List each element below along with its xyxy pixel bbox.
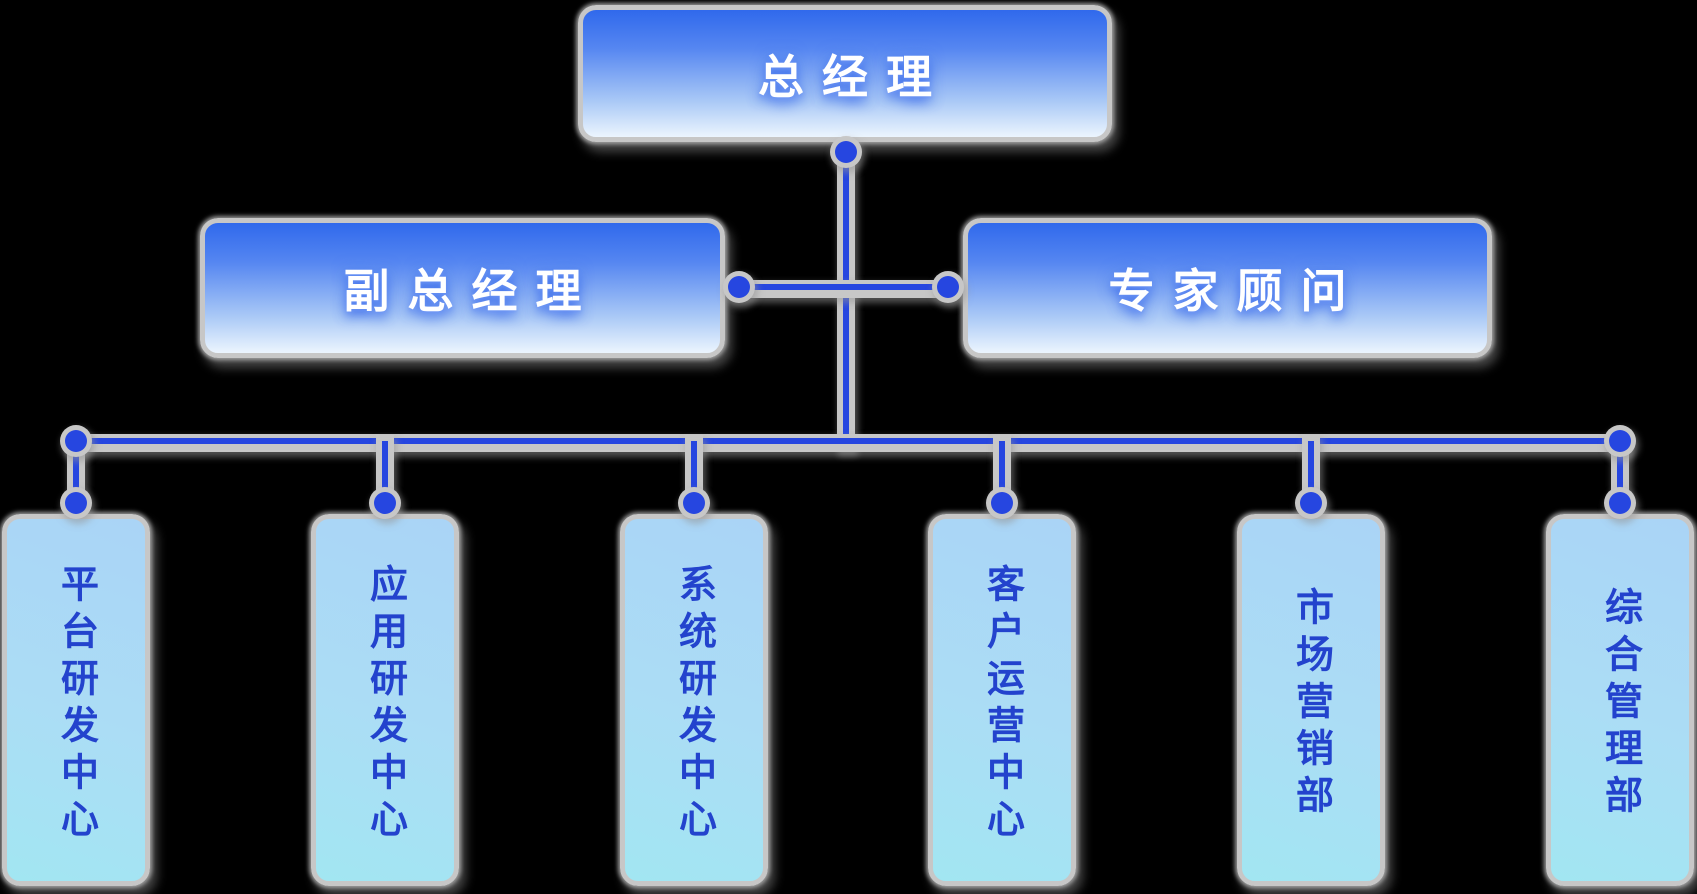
connector-drop-3 (691, 441, 697, 503)
node-dept-application-rd: 应用研发中心 (311, 514, 459, 886)
node-dept-general-administration: 综合管理部 (1546, 514, 1694, 886)
node-general-manager: 总经理 (578, 5, 1112, 142)
node-dept-customer-operations-label: 客户运营中心 (980, 563, 1023, 846)
connector-drop-5 (1308, 441, 1314, 503)
node-dept-marketing: 市场营销部 (1237, 514, 1385, 886)
connector-dot-dept-3 (683, 492, 705, 514)
connector-dot-deputy-right (728, 276, 750, 298)
node-dept-marketing-label: 市场营销部 (1289, 587, 1332, 822)
node-dept-customer-operations: 客户运营中心 (928, 514, 1076, 886)
connector-dot-dept-5 (1300, 492, 1322, 514)
node-dept-system-rd: 系统研发中心 (620, 514, 768, 886)
connector-dot-dept-2 (374, 492, 396, 514)
connector-drop-4 (999, 441, 1005, 503)
node-deputy-general-manager-label: 副总经理 (343, 265, 600, 317)
connector-departments-rail (73, 438, 1623, 444)
connector-dot-expert-left (937, 276, 959, 298)
node-dept-general-administration-label: 综合管理部 (1598, 587, 1641, 822)
node-expert-advisor: 专家顾问 (963, 218, 1492, 358)
connector-dot-root-stem-top (835, 141, 857, 163)
node-general-manager-label: 总经理 (758, 50, 950, 103)
node-dept-system-rd-label: 系统研发中心 (672, 563, 715, 846)
node-expert-advisor-label: 专家顾问 (1108, 265, 1365, 317)
connector-dot-rail-left-end (65, 430, 87, 452)
connector-drop-6 (1617, 441, 1623, 503)
connector-drop-1 (73, 441, 79, 503)
connector-root-stem (843, 140, 849, 444)
connector-dot-dept-4 (991, 492, 1013, 514)
connector-dot-rail-right-end (1609, 430, 1631, 452)
connector-level2-crossbar (737, 284, 951, 290)
connector-dot-dept-6 (1609, 492, 1631, 514)
connector-dot-dept-1 (65, 492, 87, 514)
node-deputy-general-manager: 副总经理 (200, 218, 725, 358)
node-dept-application-rd-label: 应用研发中心 (363, 563, 406, 846)
node-dept-platform-rd-label: 平台研发中心 (54, 563, 97, 846)
node-dept-platform-rd: 平台研发中心 (2, 514, 150, 886)
connector-drop-2 (382, 441, 388, 503)
